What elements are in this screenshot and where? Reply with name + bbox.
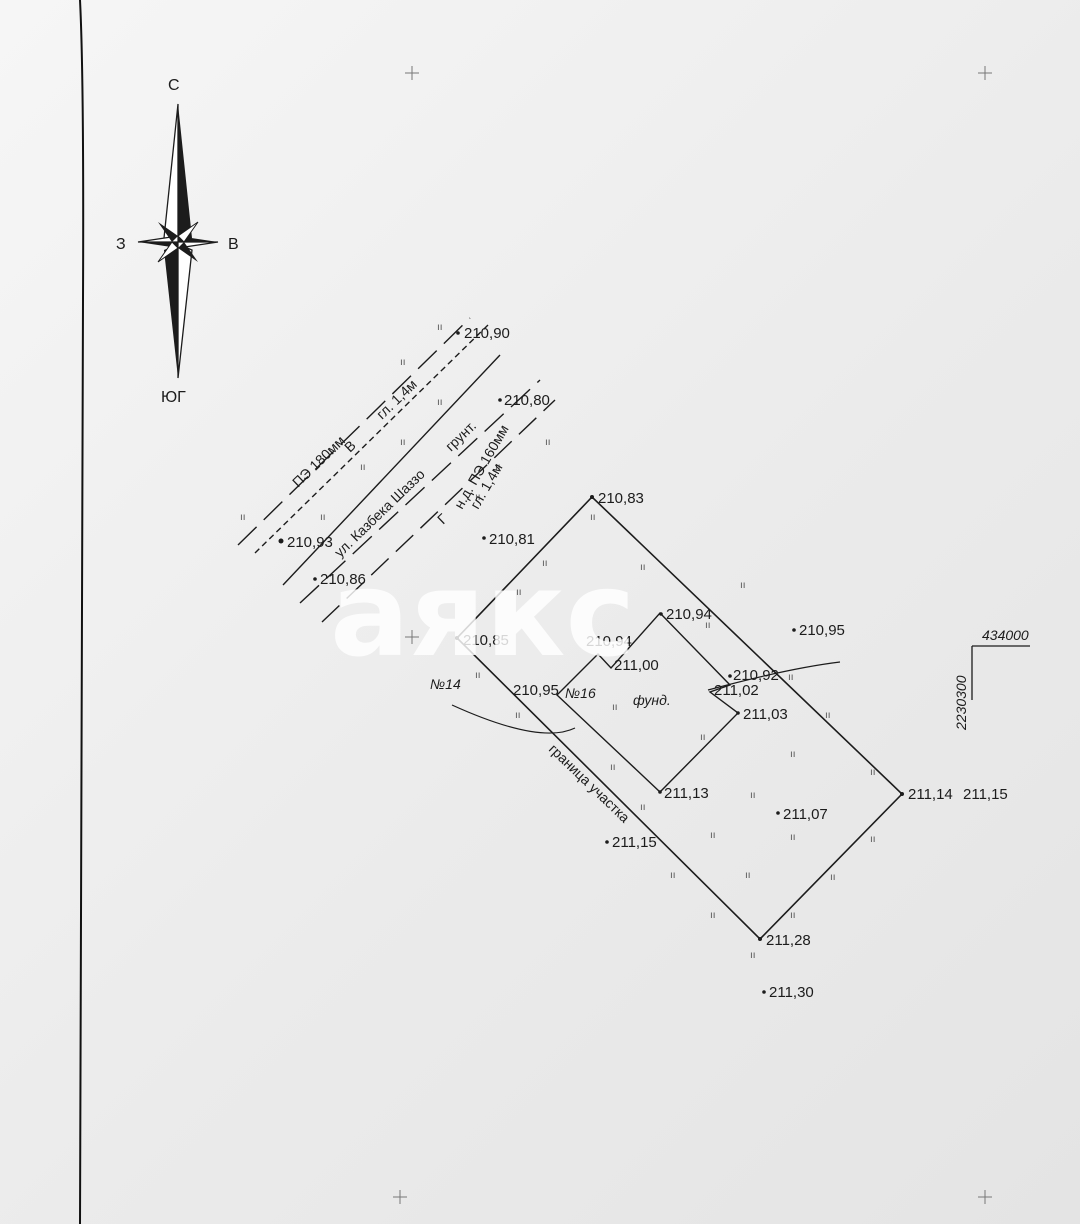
elevation-label: 211,03	[743, 706, 788, 723]
pipe-v-label: В	[341, 437, 359, 455]
utility-lines	[237, 317, 556, 623]
elevation-label: 211,14	[908, 786, 953, 803]
svg-text:ıı: ıı	[640, 562, 646, 573]
elevation-points	[278, 331, 904, 994]
elevation-label: 210,94	[666, 606, 712, 623]
compass-west-label: З	[116, 236, 126, 253]
svg-text:ıı: ıı	[400, 437, 406, 448]
svg-text:ıı: ıı	[790, 832, 796, 843]
elevation-label: 210,83	[598, 490, 644, 507]
elevation-label: 210,95	[513, 682, 559, 699]
svg-text:ıı: ıı	[515, 710, 521, 721]
svg-text:ıı: ıı	[790, 910, 796, 921]
svg-text:ıı: ıı	[610, 762, 616, 773]
elevation-label: 211,30	[769, 984, 814, 1001]
plot-14-label: №14	[430, 676, 461, 692]
svg-text:ıı: ıı	[705, 620, 711, 631]
elevation-label: 211,28	[766, 932, 811, 949]
plot-16-label: №16	[565, 685, 596, 701]
svg-text:ıı: ıı	[825, 710, 831, 721]
svg-text:ıı: ıı	[400, 357, 406, 368]
elevation-labels: 210,90 210,80 210,83 210,93 210,81 210,8…	[287, 325, 1008, 1001]
coordinate-marker: 434000 2230300	[953, 627, 1030, 731]
svg-text:ıı: ıı	[320, 512, 326, 523]
svg-text:ıı: ıı	[640, 802, 646, 813]
ground-label: грунт.	[442, 417, 479, 454]
elevation-label: 211,13	[664, 785, 709, 802]
svg-text:ıı: ıı	[870, 767, 876, 778]
svg-text:ıı: ıı	[700, 732, 706, 743]
svg-text:ıı: ıı	[542, 558, 548, 569]
elevation-label: 210,85	[463, 632, 509, 649]
svg-text:ıı: ıı	[612, 702, 618, 713]
elevation-label: 210,92	[733, 667, 779, 684]
svg-text:ıı: ıı	[710, 910, 716, 921]
elevation-label: 211,02	[714, 682, 759, 699]
pipe-pe180-label: ПЭ 180мм	[289, 432, 348, 490]
watermark-logo: аякс	[330, 545, 635, 683]
svg-text:ıı: ıı	[475, 492, 481, 503]
sheet-border	[79, 0, 85, 1224]
foundation-label: фунд.	[633, 692, 671, 708]
svg-text:ıı: ıı	[750, 950, 756, 961]
elevation-label: 210,81	[489, 531, 535, 548]
svg-text:ıı: ıı	[870, 834, 876, 845]
svg-text:ıı: ıı	[740, 580, 746, 591]
grid-crosses	[393, 66, 992, 1204]
coordinate-y-label: 2230300	[953, 675, 969, 731]
svg-text:ıı: ıı	[240, 512, 246, 523]
svg-text:ıı: ıı	[590, 512, 596, 523]
svg-text:ıı: ıı	[790, 749, 796, 760]
svg-text:ıı: ıı	[437, 322, 443, 333]
ground-hatching: ıı ıı ıı ıı ıı ıı ıı ıı ıı ıı ıı ıı ıı ıı ıı ıı ıı ı…	[240, 322, 876, 961]
svg-text:ıı: ıı	[788, 672, 794, 683]
elevation-label: 210,95	[799, 622, 845, 639]
elevation-label: 211,15	[963, 786, 1008, 803]
svg-text:ıı: ıı	[516, 587, 522, 598]
svg-text:ıı: ıı	[745, 870, 751, 881]
elevation-label: 210,80	[504, 392, 550, 409]
elevation-label: 211,00	[614, 657, 659, 674]
elevation-label: 210,94	[586, 633, 632, 650]
elevation-label: 210,90	[464, 325, 510, 342]
compass-north-label: С	[168, 77, 180, 94]
parcel-boundary-label: граница участка	[546, 741, 633, 826]
foundation-outline	[555, 611, 740, 793]
elevation-label: 210,86	[320, 571, 366, 588]
elevation-label: 210,93	[287, 534, 333, 551]
compass-east-label: В	[228, 236, 239, 253]
svg-text:ıı: ıı	[475, 670, 481, 681]
svg-text:ıı: ıı	[670, 870, 676, 881]
elevation-label: 211,15	[612, 834, 657, 851]
neighbour-boundaries	[451, 661, 841, 734]
svg-text:ıı: ıı	[437, 397, 443, 408]
svg-text:ıı: ıı	[360, 462, 366, 473]
svg-text:ıı: ıı	[830, 872, 836, 883]
compass-south-label: ЮГ	[161, 389, 186, 406]
svg-text:ıı: ıı	[545, 437, 551, 448]
coordinate-x-label: 434000	[982, 627, 1029, 643]
svg-text:ıı: ıı	[750, 790, 756, 801]
compass-rose: С ЮГ З В	[116, 77, 239, 406]
svg-text:ıı: ıı	[495, 462, 501, 473]
pipe-g-label: Г	[434, 510, 451, 527]
elevation-label: 211,07	[783, 806, 828, 823]
svg-text:ıı: ıı	[710, 830, 716, 841]
